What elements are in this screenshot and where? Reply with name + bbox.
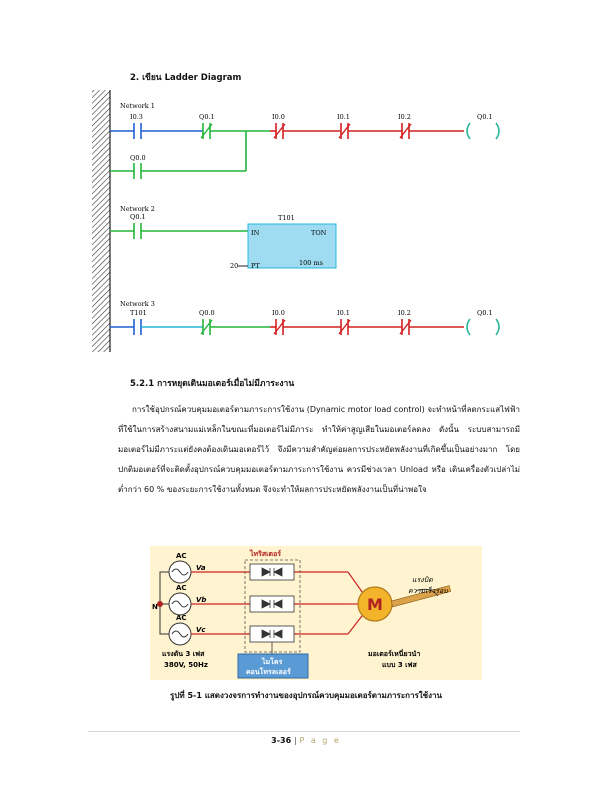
network-2-contact: Q0.1 bbox=[130, 213, 146, 221]
phase-label-b: Vb bbox=[196, 596, 206, 604]
network-3-contact-2: Q0.0 bbox=[199, 309, 215, 317]
network-1-branch-contact: Q0.0 bbox=[130, 154, 146, 162]
timer-in-label: IN bbox=[251, 229, 260, 237]
ac-source-b bbox=[168, 592, 192, 616]
timer-block bbox=[247, 223, 337, 269]
phase-label-c: Vc bbox=[196, 626, 206, 634]
network-3-contact-1: T101 bbox=[130, 309, 147, 317]
ac-label-a: AC bbox=[176, 552, 187, 560]
thyristor-pair-b bbox=[249, 595, 295, 613]
ladder-diagram: Network 1 I0.3 Q0.1 bbox=[92, 90, 500, 352]
network-2-label: Network 2 bbox=[120, 205, 155, 213]
speed-label: ความเร็วรอบ bbox=[408, 586, 448, 595]
phase-label-a: Va bbox=[196, 564, 206, 572]
power-rail-hatch bbox=[92, 90, 110, 352]
page-word: P a g e bbox=[299, 736, 341, 745]
torque-label: แรงบิด bbox=[412, 576, 433, 584]
ac-source-c bbox=[168, 622, 192, 646]
network-1-contact-3: I0.0 bbox=[272, 113, 285, 121]
page-number: 3-36 bbox=[271, 736, 292, 745]
motor-control-figure: AC AC AC N Va Vb Vc ไทริสเตอร์ bbox=[150, 546, 482, 680]
motor-shaft bbox=[390, 585, 452, 608]
network-1-contact-2: Q0.1 bbox=[199, 113, 215, 121]
figure-caption: รูปที่ 5-1 แสดงวงจรการทำงานของอุปกรณ์ควบ… bbox=[170, 691, 442, 700]
network-3-contact-4: I0.1 bbox=[337, 309, 350, 317]
network-1-contact-4: I0.1 bbox=[337, 113, 350, 121]
network-2-rung bbox=[110, 223, 337, 269]
network-1-contact-5: I0.2 bbox=[398, 113, 411, 121]
controller-label-1: ไมโคร bbox=[261, 657, 283, 666]
section-heading: 2. เขียน Ladder Diagram bbox=[130, 73, 242, 83]
network-1-contact-1: I0.3 bbox=[130, 113, 143, 121]
neutral-node bbox=[157, 601, 163, 607]
ac-label-b: AC bbox=[176, 584, 187, 592]
motor-type-label-2: แบบ 3 เฟส bbox=[382, 661, 417, 669]
thyristor-label: ไทริสเตอร์ bbox=[249, 549, 281, 558]
controller-label-2: คอนโทรลเลอร์ bbox=[246, 667, 291, 676]
paragraph-text: การใช้อุปกรณ์ควบคุมมอเตอร์ตามภาระการใช้ง… bbox=[118, 405, 520, 494]
timer-base: 100 ms bbox=[299, 259, 323, 267]
thyristor-pair-c bbox=[249, 625, 295, 643]
page-footer: 3-36 | P a g e bbox=[0, 736, 612, 745]
neutral-label: N bbox=[152, 603, 158, 611]
ac-source-a bbox=[168, 560, 192, 584]
network-3-coil: Q0.1 bbox=[477, 309, 493, 317]
supply-label-1: แรงดัน 3 เฟส bbox=[162, 650, 205, 658]
network-3-contact-3: I0.0 bbox=[272, 309, 285, 317]
timer-type: TON bbox=[311, 229, 327, 237]
network-3-rung bbox=[110, 318, 500, 336]
network-3-label: Network 3 bbox=[120, 300, 155, 308]
footer-rule bbox=[88, 731, 520, 732]
supply-label-2: 380V, 50Hz bbox=[164, 661, 208, 669]
timer-name: T101 bbox=[278, 214, 295, 222]
motor-label: M bbox=[367, 595, 383, 614]
network-1-coil: Q0.1 bbox=[477, 113, 493, 121]
subsection-heading: 5.2.1 การหยุดเดินมอเตอร์เมื่อไม่มีภาระงา… bbox=[130, 379, 295, 389]
network-3-contact-5: I0.2 bbox=[398, 309, 411, 317]
timer-pt-value: 20 bbox=[230, 262, 238, 270]
footer-separator: | bbox=[293, 736, 297, 745]
motor-type-label-1: มอเตอร์เหนี่ยวนำ bbox=[368, 648, 420, 658]
network-1-rung bbox=[110, 122, 500, 179]
thyristor-group bbox=[244, 559, 301, 653]
rotation-arrow-icon bbox=[415, 588, 439, 597]
thyristor-pair-a bbox=[249, 563, 295, 581]
network-1-label: Network 1 bbox=[120, 102, 155, 110]
ac-label-c: AC bbox=[176, 614, 187, 622]
body-paragraph: การใช้อุปกรณ์ควบคุมมอเตอร์ตามภาระการใช้ง… bbox=[118, 400, 520, 500]
timer-pt-label: PT bbox=[251, 262, 260, 270]
microcontroller-box bbox=[237, 653, 309, 679]
